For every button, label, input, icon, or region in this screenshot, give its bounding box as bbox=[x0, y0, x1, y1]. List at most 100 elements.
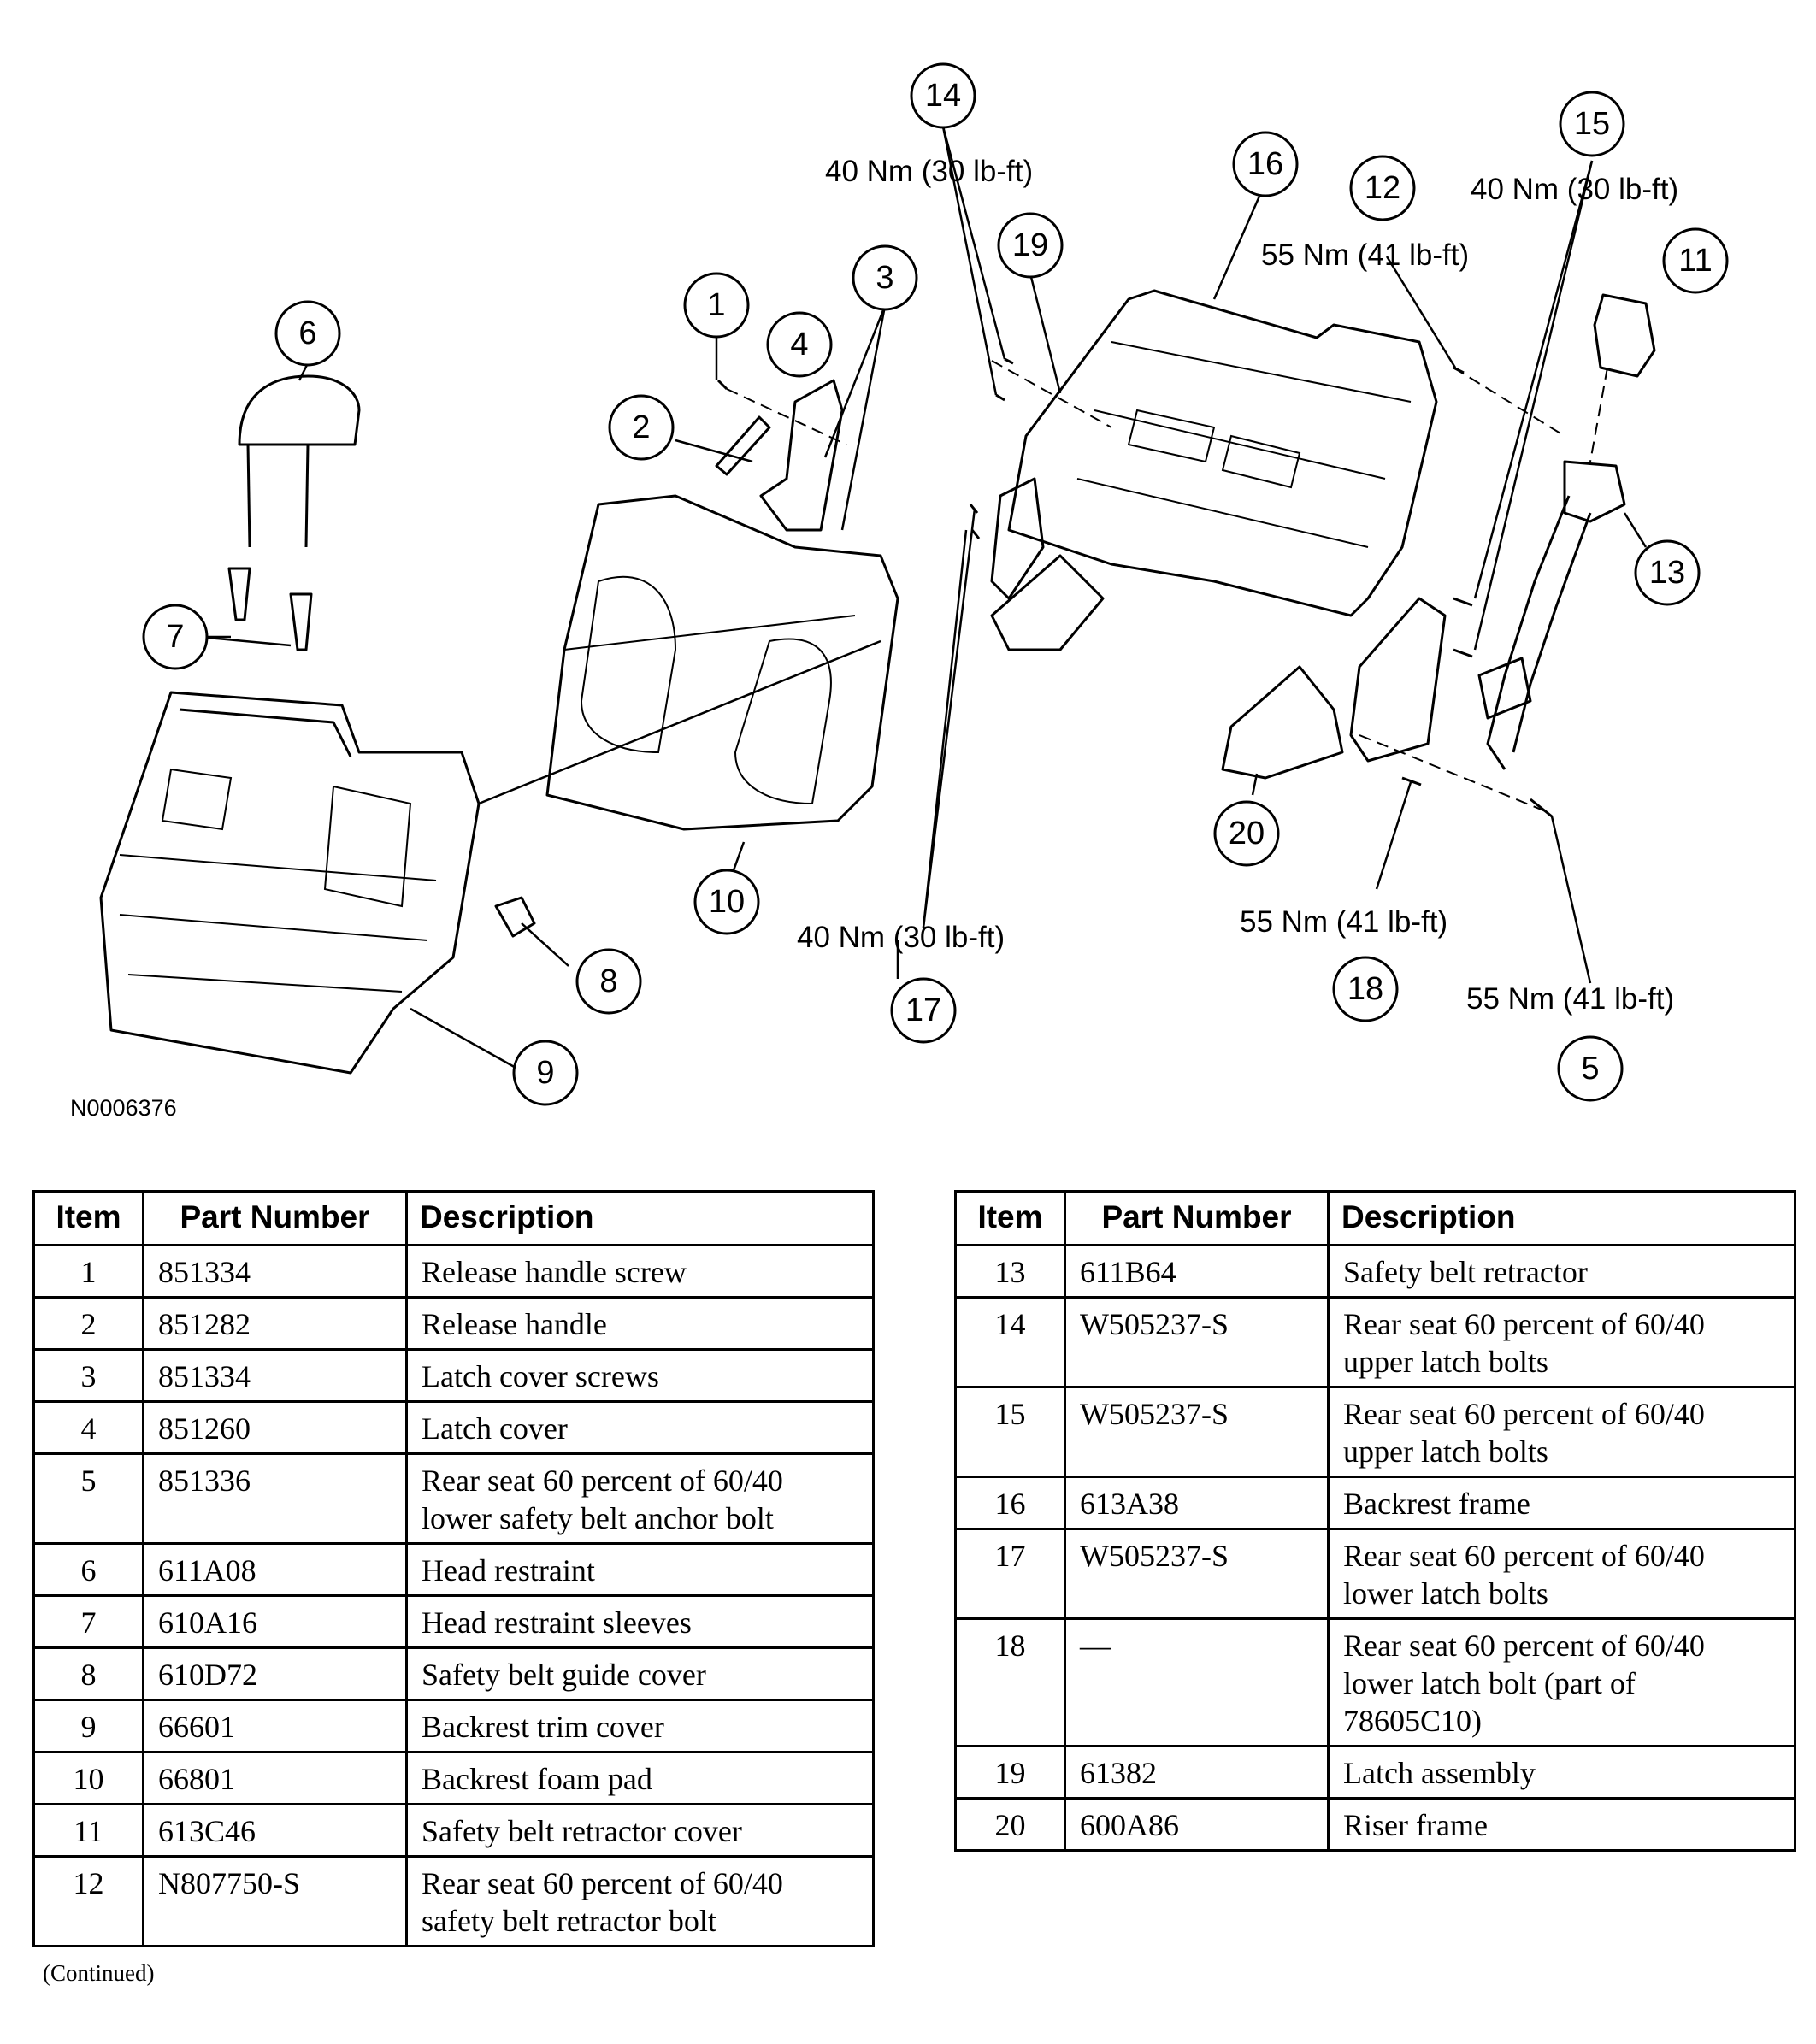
description-cell: Head restraint sleeves bbox=[405, 1594, 875, 1649]
part-number-cell: 600A86 bbox=[1064, 1797, 1330, 1852]
torque-label-5: 55 Nm (41 lb-ft) bbox=[1466, 982, 1674, 1016]
callout-20: 20 bbox=[1213, 800, 1280, 867]
callout-2: 2 bbox=[608, 394, 675, 461]
svg-text:8: 8 bbox=[599, 963, 617, 999]
header-description: Description bbox=[405, 1190, 875, 1246]
description-cell: Rear seat 60 percent of 60/40 upper latc… bbox=[1327, 1296, 1796, 1388]
header-part-number: Part Number bbox=[142, 1190, 408, 1246]
part-number-cell: 610D72 bbox=[142, 1646, 408, 1701]
item-cell: 19 bbox=[954, 1745, 1066, 1800]
exploded-seat-diagram: 40 Nm (30 lb-ft) 40 Nm (30 lb-ft) 55 Nm … bbox=[70, 62, 1729, 1121]
backrest-frame-drawing bbox=[990, 289, 1438, 651]
description-cell: Release handle screw bbox=[405, 1244, 875, 1299]
table-header-row: Item Part Number Description bbox=[32, 1190, 875, 1246]
part-number-cell: 611B64 bbox=[1064, 1244, 1330, 1299]
svg-text:7: 7 bbox=[166, 619, 184, 655]
torque-label-18: 55 Nm (41 lb-ft) bbox=[1240, 905, 1447, 939]
continued-note: (Continued) bbox=[43, 1960, 155, 1986]
latch-cover-drawing bbox=[715, 379, 844, 532]
item-cell: 14 bbox=[954, 1296, 1066, 1388]
callout-5: 5 bbox=[1557, 1035, 1624, 1102]
callout-18: 18 bbox=[1332, 956, 1399, 1022]
torque-label-12: 55 Nm (41 lb-ft) bbox=[1261, 239, 1469, 272]
description-cell: Latch cover bbox=[405, 1400, 875, 1455]
callout-4: 4 bbox=[766, 311, 833, 378]
backrest-foam-pad-drawing bbox=[545, 494, 899, 831]
svg-text:20: 20 bbox=[1229, 816, 1265, 851]
header-item: Item bbox=[954, 1190, 1066, 1246]
safety-belt-drawing bbox=[1477, 293, 1656, 770]
callout-13: 13 bbox=[1634, 539, 1701, 606]
svg-text:12: 12 bbox=[1365, 170, 1400, 206]
item-cell: 10 bbox=[32, 1751, 144, 1805]
item-cell: 8 bbox=[32, 1646, 144, 1701]
part-number-cell: W505237-S bbox=[1064, 1296, 1330, 1388]
item-cell: 17 bbox=[954, 1528, 1066, 1620]
callout-6: 6 bbox=[274, 300, 341, 367]
backrest-trim-cover-drawing bbox=[99, 691, 481, 1075]
svg-text:17: 17 bbox=[905, 993, 941, 1028]
part-number-cell: 66801 bbox=[142, 1751, 408, 1805]
svg-text:5: 5 bbox=[1581, 1051, 1599, 1087]
item-cell: 12 bbox=[32, 1855, 144, 1947]
part-number-cell: 851334 bbox=[142, 1348, 408, 1403]
description-cell: Rear seat 60 percent of 60/40 upper latc… bbox=[1327, 1386, 1796, 1478]
svg-text:9: 9 bbox=[536, 1055, 554, 1091]
svg-text:16: 16 bbox=[1247, 146, 1283, 182]
description-cell: Safety belt retractor cover bbox=[405, 1803, 875, 1858]
description-cell: Release handle bbox=[405, 1296, 875, 1351]
description-cell: Rear seat 60 percent of 60/40 lower safe… bbox=[405, 1452, 875, 1545]
part-number-cell: 613A38 bbox=[1064, 1476, 1330, 1530]
item-cell: 13 bbox=[954, 1244, 1066, 1299]
svg-text:15: 15 bbox=[1574, 106, 1610, 142]
torque-label-14: 40 Nm (30 lb-ft) bbox=[825, 155, 1033, 188]
description-cell: Rear seat 60 percent of 60/40 lower latc… bbox=[1327, 1617, 1796, 1747]
part-number-cell: W505237-S bbox=[1064, 1528, 1330, 1620]
part-number-cell: 613C46 bbox=[142, 1803, 408, 1858]
svg-text:4: 4 bbox=[790, 327, 808, 362]
description-cell: Safety belt retractor bbox=[1327, 1244, 1796, 1299]
part-number-cell: N807750-S bbox=[142, 1855, 408, 1947]
header-item: Item bbox=[32, 1190, 144, 1246]
item-cell: 2 bbox=[32, 1296, 144, 1351]
svg-text:3: 3 bbox=[876, 260, 893, 296]
svg-text:19: 19 bbox=[1012, 227, 1048, 263]
callout-3: 3 bbox=[852, 244, 918, 311]
head-restraint-drawing bbox=[227, 374, 361, 651]
svg-text:10: 10 bbox=[709, 884, 745, 920]
svg-text:13: 13 bbox=[1649, 555, 1685, 591]
description-cell: Rear seat 60 percent of 60/40 safety bel… bbox=[405, 1855, 875, 1947]
item-cell: 4 bbox=[32, 1400, 144, 1455]
callout-16: 16 bbox=[1232, 131, 1299, 197]
description-cell: Backrest frame bbox=[1327, 1476, 1796, 1530]
description-cell: Backrest foam pad bbox=[405, 1751, 875, 1805]
part-number-cell: — bbox=[1064, 1617, 1330, 1747]
item-cell: 1 bbox=[32, 1244, 144, 1299]
callout-9: 9 bbox=[512, 1040, 579, 1106]
part-number-cell: 851282 bbox=[142, 1296, 408, 1351]
callout-14: 14 bbox=[910, 62, 976, 129]
torque-label-15: 40 Nm (30 lb-ft) bbox=[1471, 173, 1678, 206]
callout-8: 8 bbox=[575, 948, 642, 1015]
callout-15: 15 bbox=[1559, 91, 1625, 157]
item-cell: 18 bbox=[954, 1617, 1066, 1747]
figure-id: N0006376 bbox=[70, 1095, 177, 1121]
item-cell: 9 bbox=[32, 1699, 144, 1753]
